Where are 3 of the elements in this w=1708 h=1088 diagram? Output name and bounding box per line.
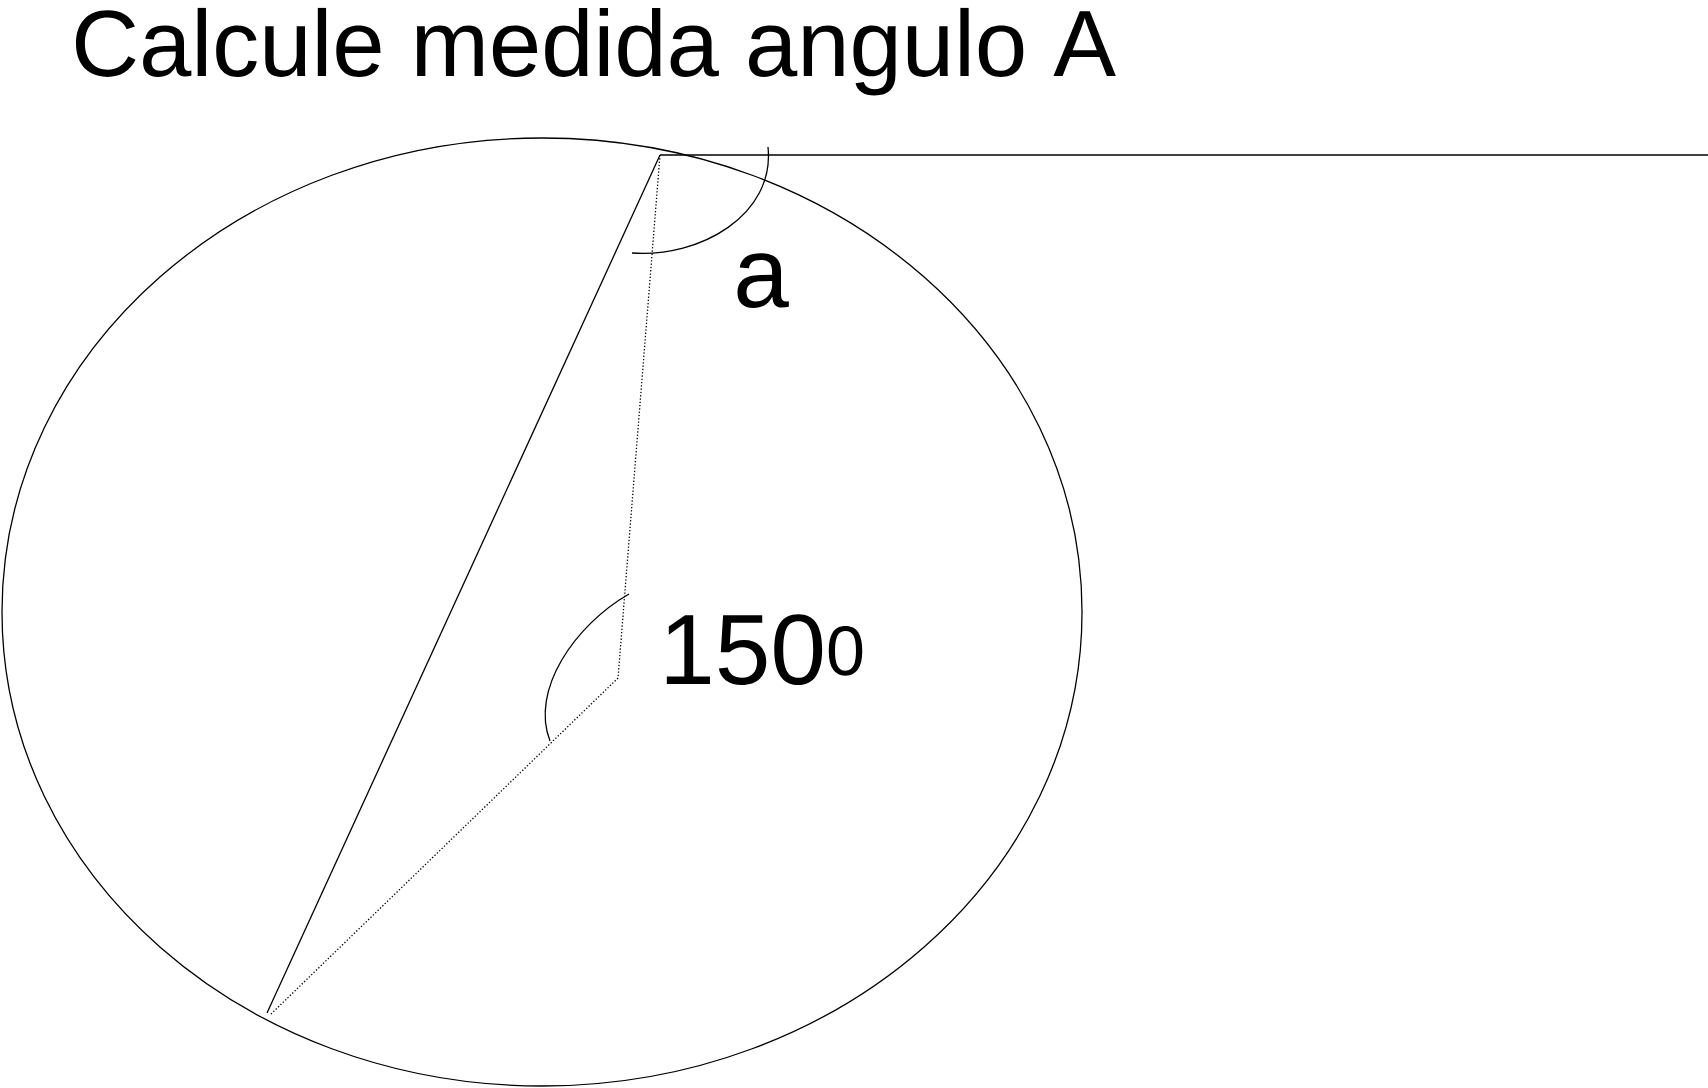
angle-label: a — [737, 253, 789, 308]
title: Calcule medida angulo A — [75, 7, 1116, 96]
angle-label: 150$^{0}$ — [666, 614, 863, 685]
